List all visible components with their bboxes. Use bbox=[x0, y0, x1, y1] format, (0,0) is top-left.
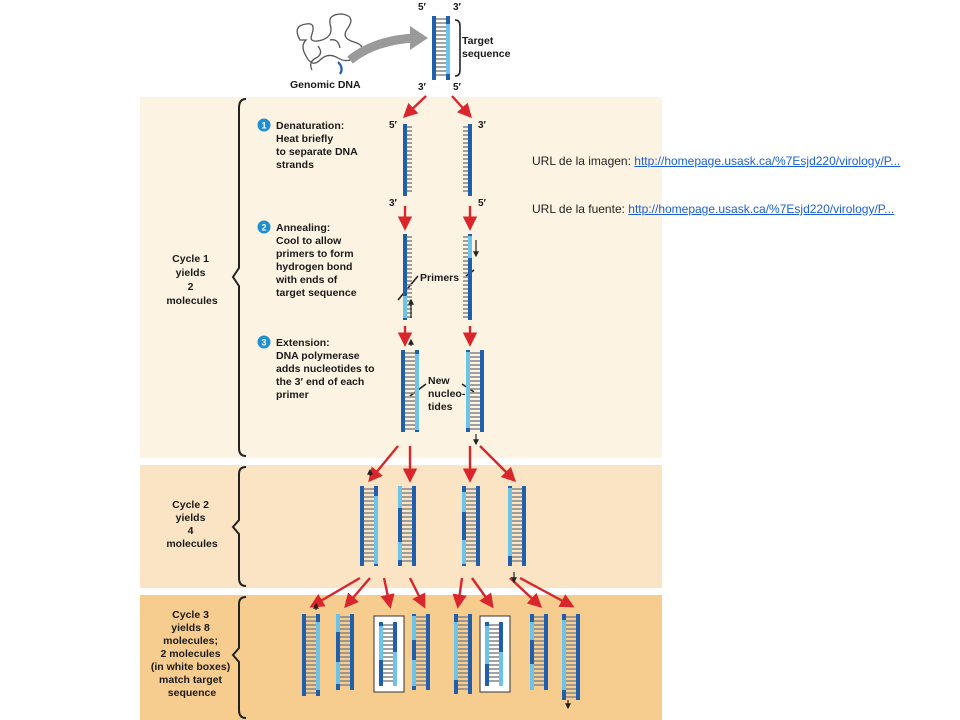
source-url-line: URL de la fuente: http://homepage.usask.… bbox=[532, 202, 894, 216]
cycle3-helix-4 bbox=[412, 614, 430, 690]
step-1: 1 Denaturation: Heat briefly to separate… bbox=[257, 118, 360, 171]
source-url-link[interactable]: http://homepage.usask.ca/%7Esjd220/virol… bbox=[628, 202, 895, 216]
bottom-3prime-label: 3′ bbox=[418, 82, 427, 93]
target-helix bbox=[432, 16, 450, 80]
svg-text:2: 2 bbox=[261, 223, 266, 233]
cycle3-helix-7 bbox=[530, 614, 548, 690]
cycle3-helix-6 bbox=[485, 622, 503, 686]
source-url-label: URL de la fuente: bbox=[532, 202, 625, 216]
denatured-strand-b bbox=[463, 124, 472, 196]
svg-text:3: 3 bbox=[261, 338, 266, 348]
cycle2-helix-2 bbox=[398, 486, 416, 566]
step-3: 3 Extension: DNA polymerase adds nucleot… bbox=[257, 335, 378, 401]
svg-text:1: 1 bbox=[261, 121, 266, 131]
red-arrow bbox=[309, 576, 361, 608]
genomic-dna-squiggle bbox=[296, 13, 363, 71]
red-arrow bbox=[344, 577, 371, 609]
genomic-dna-label: Genomic DNA bbox=[290, 79, 361, 91]
strand-a-3prime: 3′ bbox=[389, 198, 398, 209]
red-arrow bbox=[471, 577, 494, 609]
image-url-link[interactable]: http://homepage.usask.ca/%7Esjd220/virol… bbox=[634, 154, 901, 168]
cycle2-helix-3 bbox=[462, 486, 480, 566]
annealing-strand-a bbox=[403, 234, 412, 320]
step-1-badge bbox=[257, 118, 271, 132]
red-arrow bbox=[451, 95, 472, 119]
red-arrow bbox=[479, 445, 517, 483]
cycle3-helix-5 bbox=[454, 614, 472, 694]
extension-helix-a bbox=[401, 350, 419, 432]
bottom-5prime-label: 5′ bbox=[453, 82, 462, 93]
cycle-3-label: Cycle 3 yields 8 molecules; 2 molecules … bbox=[151, 609, 233, 699]
cycle2-helix-4 bbox=[508, 486, 526, 566]
strand-b-3prime: 3′ bbox=[478, 120, 487, 131]
step-2-badge bbox=[257, 220, 271, 234]
cycle-1-label: Cycle 1 yields 2 molecules bbox=[166, 253, 218, 307]
cycle-3-bracket bbox=[231, 596, 247, 719]
new-nucleotides-label: New nucleo- tides bbox=[428, 375, 468, 413]
genomic-dna-target-segment bbox=[337, 61, 343, 75]
step-2-text: Annealing: Cool to allow primers to form… bbox=[275, 222, 357, 299]
image-url-line: URL de la imagen: http://homepage.usask.… bbox=[532, 154, 900, 168]
step-3-text: Extension: DNA polymerase adds nucleotid… bbox=[276, 337, 378, 401]
top-5prime-label: 5′ bbox=[418, 2, 427, 13]
target-sequence-label: Target sequence bbox=[462, 35, 511, 60]
gray-arrowhead bbox=[410, 26, 428, 50]
primers-pointer-1 bbox=[397, 275, 419, 301]
cycle3-helix-8 bbox=[562, 614, 580, 700]
cycle3-helix-3 bbox=[379, 622, 397, 686]
red-arrow bbox=[368, 445, 399, 483]
cycle-1-bracket bbox=[231, 98, 247, 457]
red-arrow bbox=[452, 577, 467, 609]
primers-label: Primers bbox=[420, 272, 459, 284]
extension-helix-b bbox=[466, 350, 484, 432]
cycle-2-label: Cycle 2 yields 4 molecules bbox=[166, 499, 218, 550]
step-3-badge bbox=[257, 335, 271, 349]
strand-a-5prime: 5′ bbox=[389, 120, 398, 131]
annealing-strand-b bbox=[463, 234, 472, 320]
cycle-2-bracket bbox=[231, 466, 247, 587]
red-arrow bbox=[408, 577, 426, 609]
image-url-label: URL de la imagen: bbox=[532, 154, 631, 168]
step-1-text: Denaturation: Heat briefly to separate D… bbox=[276, 120, 360, 171]
strand-b-5prime: 5′ bbox=[478, 198, 487, 209]
step-2: 2 Annealing: Cool to allow primers to fo… bbox=[257, 220, 357, 299]
cycle3-helix-2 bbox=[336, 614, 354, 690]
red-arrows bbox=[309, 95, 575, 710]
red-arrow bbox=[402, 95, 427, 118]
cycle2-helix-1 bbox=[360, 486, 378, 566]
gray-curved-arrow bbox=[347, 33, 416, 64]
top-3prime-label: 3′ bbox=[453, 2, 462, 13]
dna-strands bbox=[302, 124, 580, 700]
denatured-strand-a bbox=[403, 124, 412, 196]
red-arrow bbox=[380, 577, 395, 609]
red-arrow bbox=[519, 576, 575, 608]
target-bracket bbox=[454, 19, 461, 77]
cycle3-helix-1 bbox=[302, 614, 320, 696]
